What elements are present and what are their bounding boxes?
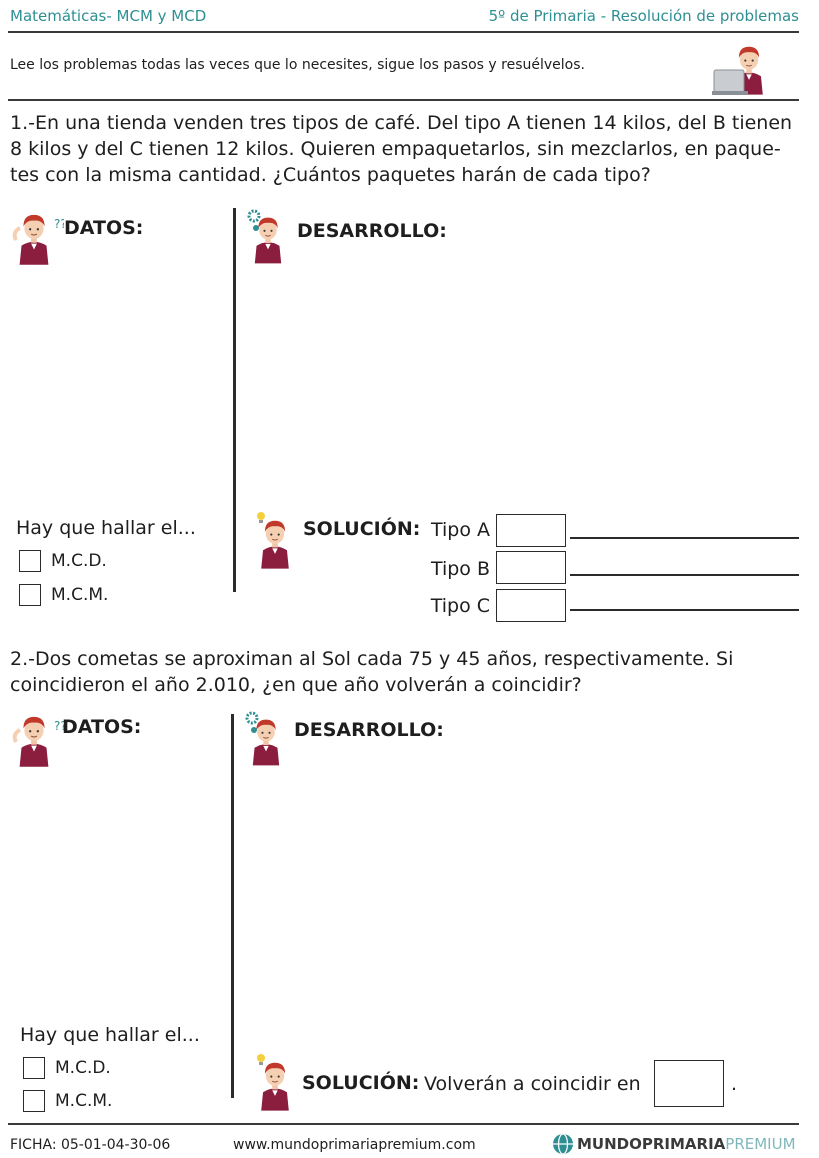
tipo-c-answer-line[interactable]: [570, 609, 799, 611]
problem-1-line: 8 kilos y del C tienen 12 kilos. Quieren…: [10, 138, 781, 160]
period: .: [731, 1073, 738, 1095]
datos-label: DATOS:: [62, 716, 142, 738]
problem-1-statement: 1.-En una tienda venden tres tipos de ca…: [10, 110, 810, 188]
mcm-checkbox[interactable]: [23, 1090, 45, 1112]
idea-character-icon: [257, 512, 290, 570]
problem-1-line: 1.-En una tienda venden tres tipos de ca…: [10, 112, 793, 134]
desarrollo-label: DESARROLLO:: [297, 220, 447, 242]
gears-character-icon: [247, 209, 282, 264]
globe-logo-icon: [553, 1133, 573, 1155]
website-link[interactable]: www.mundoprimariapremium.com: [233, 1137, 476, 1153]
solucion-label: SOLUCIÓN:: [302, 1072, 420, 1094]
logo-text-mundo: MUNDO: [577, 1135, 642, 1153]
hay-que-hallar-label: Hay que hallar el...: [16, 517, 196, 539]
tipo-b-answer-line[interactable]: [570, 574, 799, 576]
ficha-code: FICHA: 05-01-04-30-06: [10, 1137, 171, 1153]
tipo-a-answer-line[interactable]: [570, 537, 799, 539]
instructions: Lee los problemas todas las veces que lo…: [10, 57, 585, 73]
svg-text:??: ??: [54, 719, 64, 733]
year-answer-box[interactable]: [654, 1060, 724, 1107]
solucion-text: Volverán a coincidir en: [424, 1073, 641, 1095]
footer-divider: [8, 1123, 799, 1125]
problem-1-line: tes con la misma cantidad. ¿Cuántos paqu…: [10, 164, 651, 186]
problem-2-statement: 2.-Dos cometas se aproximan al Sol cada …: [10, 646, 810, 698]
option-mcm[interactable]: M.C.M.: [23, 1090, 112, 1112]
tipo-a-label: Tipo A: [430, 519, 490, 541]
hay-que-hallar-label: Hay que hallar el...: [20, 1024, 200, 1046]
gears-character-icon: [245, 711, 280, 766]
thinking-character-icon: ??: [12, 716, 64, 768]
option-mcm[interactable]: M.C.M.: [19, 584, 108, 606]
problem-2-line: coincidieron el año 2.010, ¿en que año v…: [10, 674, 582, 696]
option-mcd[interactable]: M.C.D.: [23, 1057, 111, 1079]
mcd-checkbox[interactable]: [23, 1057, 45, 1079]
tipo-c-answer-box[interactable]: [496, 589, 566, 622]
header-grade: 5º de Primaria - Resolución de problemas: [488, 7, 799, 25]
logo-text-premium: PREMIUM: [725, 1135, 796, 1153]
mcm-label: M.C.M.: [55, 1091, 113, 1111]
header-divider: [8, 31, 799, 33]
idea-character-icon: [257, 1054, 290, 1112]
thinking-character-icon: ??: [12, 214, 64, 266]
problem-2-column-divider: [231, 714, 234, 1098]
option-mcd[interactable]: M.C.D.: [19, 550, 107, 572]
problem-2-line: 2.-Dos cometas se aproximan al Sol cada …: [10, 648, 734, 670]
svg-text:??: ??: [54, 217, 64, 231]
tipo-b-answer-box[interactable]: [496, 551, 566, 584]
header-subject: Matemáticas- MCM y MCD: [10, 7, 207, 25]
logo-text-primaria: PRIMARIA: [641, 1135, 726, 1153]
laptop-character-icon: [712, 46, 764, 96]
mcm-checkbox[interactable]: [19, 584, 41, 606]
instructions-divider: [8, 99, 799, 101]
datos-label: DATOS:: [64, 217, 144, 239]
tipo-c-label: Tipo C: [430, 595, 490, 617]
desarrollo-label: DESARROLLO:: [294, 719, 444, 741]
mcd-checkbox[interactable]: [19, 550, 41, 572]
mundo-primaria-logo: MUNDO PRIMARIA PREMIUM: [552, 1133, 796, 1155]
mcd-label: M.C.D.: [51, 551, 107, 571]
mcd-label: M.C.D.: [55, 1058, 111, 1078]
problem-1-column-divider: [233, 208, 236, 592]
tipo-a-answer-box[interactable]: [496, 514, 566, 547]
tipo-b-label: Tipo B: [430, 558, 490, 580]
mcm-label: M.C.M.: [51, 585, 109, 605]
solucion-label: SOLUCIÓN:: [303, 518, 421, 540]
